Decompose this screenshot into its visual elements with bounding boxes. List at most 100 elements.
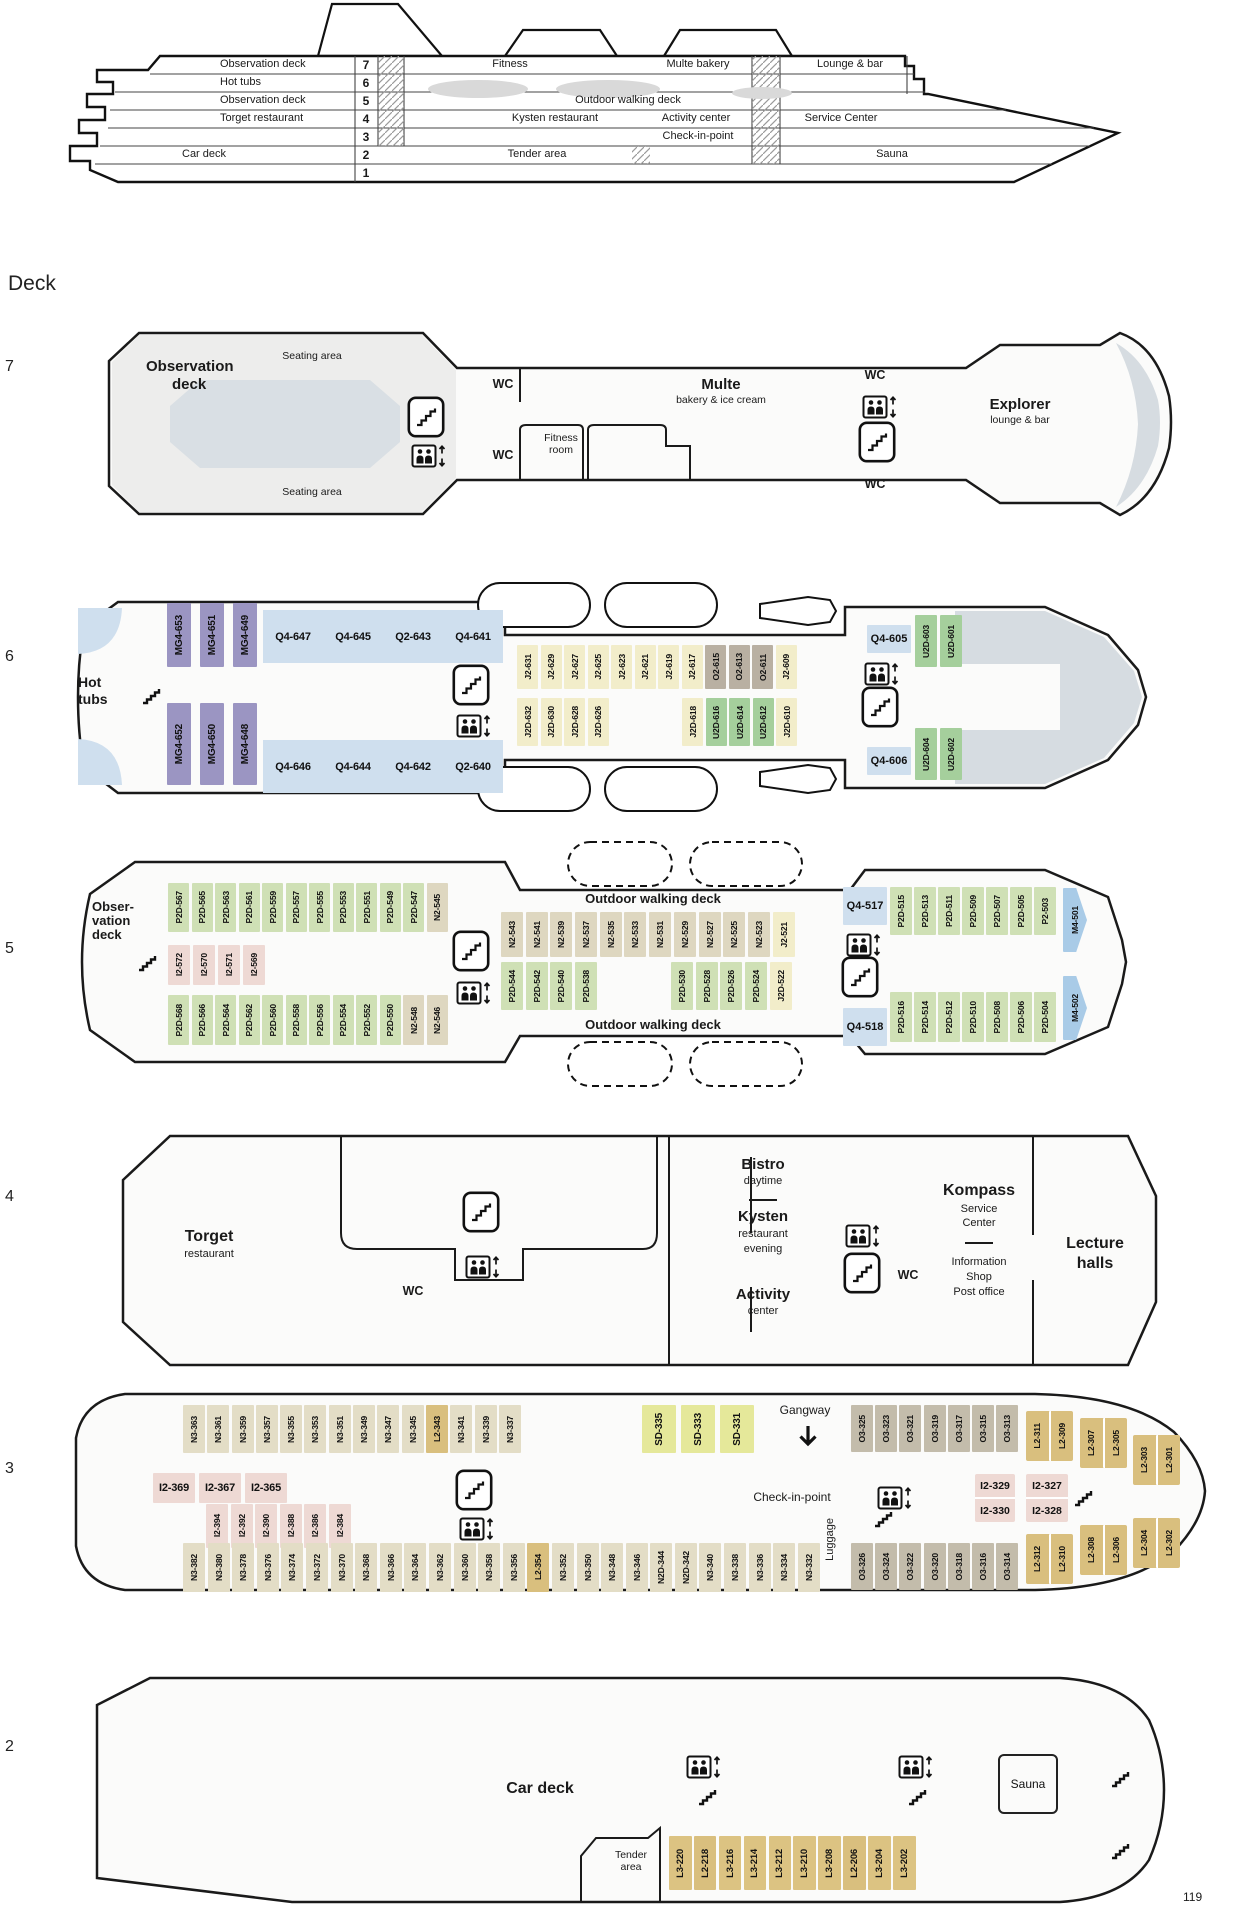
cabin-J2D-626: J2D-626 xyxy=(587,698,609,746)
cabin-P2D-505: P2D-505 xyxy=(1010,887,1032,935)
cabin-Q2-643: Q2-643 xyxy=(395,630,431,643)
cabin-SD-331: SD-331 xyxy=(720,1405,754,1453)
profile-cell-kysten: Kysten restaurant xyxy=(511,112,599,124)
cabin-P2D-514: P2D-514 xyxy=(914,992,936,1042)
stairs-icon xyxy=(1109,1841,1133,1861)
cabin-Q4-518: Q4-518 xyxy=(843,1008,887,1046)
cabin-J2-627: J2-627 xyxy=(564,645,585,689)
cabin-P2D-554: P2D-554 xyxy=(332,995,354,1045)
elevator-icon xyxy=(686,1755,722,1779)
cabin-P2D-550: P2D-550 xyxy=(379,995,401,1045)
cabin-L2-311: L2-311 xyxy=(1032,1423,1042,1449)
cabin-U2D-612: U2D-612 xyxy=(752,698,774,746)
profile-num-3: 3 xyxy=(362,130,370,144)
cabin-I2-394: I2-394 xyxy=(206,1504,228,1548)
deck4-bistro-sub: daytime xyxy=(743,1175,783,1187)
cabin-N2-545: N2-545 xyxy=(426,883,448,932)
deck5-m4-502: M4-502 xyxy=(1063,976,1087,1040)
cabin-N2-527: N2-527 xyxy=(698,912,721,957)
elevator-icon xyxy=(846,933,882,957)
cabin-P2D-552: P2D-552 xyxy=(356,995,377,1045)
cabin-J2D-522: J2D-522 xyxy=(769,962,792,1010)
axis-num-7: 7 xyxy=(5,358,14,375)
cabin-N2-537: N2-537 xyxy=(575,912,598,957)
cabin-P2D-508: P2D-508 xyxy=(986,992,1008,1042)
profile-label-deck7: Observation deck xyxy=(220,58,306,70)
deck5-walking-bottom: Outdoor walking deck xyxy=(585,1017,721,1032)
cabin-N3-358: N3-358 xyxy=(478,1543,501,1592)
cabin-N3-360: N3-360 xyxy=(453,1543,476,1592)
cabin-L2-218: L2-218 xyxy=(693,1836,717,1890)
axis-title: Deck xyxy=(8,272,56,295)
cabin-O2-615: O2-615 xyxy=(705,645,726,689)
deck4-kysten-title: Kysten xyxy=(737,1208,789,1225)
cabin-SD-333: SD-333 xyxy=(681,1405,715,1453)
cabin-L3-214: L3-214 xyxy=(743,1836,767,1890)
deck4-bistro-title: Bistro xyxy=(741,1156,785,1173)
profile-cell-walking: Outdoor walking deck xyxy=(575,94,681,106)
deck4-activity-sub: center xyxy=(747,1305,779,1317)
cabin-P2D-562: P2D-562 xyxy=(238,995,260,1045)
deck4-info1: Information xyxy=(951,1256,1007,1268)
profile-num-6: 6 xyxy=(362,76,370,90)
cabin-N3-363: N3-363 xyxy=(183,1405,205,1453)
cabin-I2-570: I2-570 xyxy=(193,945,215,985)
cabin-L2-303: L2-303 xyxy=(1139,1446,1149,1474)
cabin-J2-521: J2-521 xyxy=(772,912,795,957)
cabin-O3-318: O3-318 xyxy=(947,1543,970,1590)
cabin-L2-307: L2-307 xyxy=(1086,1429,1096,1457)
cabin-M4-502: M4-502 xyxy=(1063,976,1087,1040)
cabin-L3-202: L3-202 xyxy=(893,1836,916,1890)
stairs-icon xyxy=(140,686,164,706)
cabin-N2-531: N2-531 xyxy=(649,912,672,957)
cabin-J2-631: J2-631 xyxy=(517,645,538,689)
deck4-kompass-sub1: Service xyxy=(960,1203,998,1215)
cabin-U2D-603: U2D-603 xyxy=(915,615,937,667)
cabin-I2-384: I2-384 xyxy=(328,1504,351,1548)
cabin-O2-613: O2-613 xyxy=(728,645,750,689)
cabin-P2D-549: P2D-549 xyxy=(379,883,401,932)
deck4-info3: Post office xyxy=(953,1286,1005,1298)
deck3-luggage-label: Luggage xyxy=(824,1518,836,1561)
stairs-icon xyxy=(858,421,896,463)
cabin-P2D-511: P2D-511 xyxy=(938,887,960,935)
cabin-L2-308: L2-308 xyxy=(1086,1536,1096,1564)
cabin-N3-353: N3-353 xyxy=(304,1405,327,1453)
cabin-P2D-524: P2D-524 xyxy=(745,962,768,1010)
cabin-J2-621: J2-621 xyxy=(634,645,656,689)
cabin-L2-310: L2-310 xyxy=(1049,1534,1073,1584)
stairs-icon xyxy=(1109,1769,1133,1789)
cabin-I2-329: I2-329 xyxy=(980,1479,1010,1492)
stairs-icon xyxy=(462,1191,500,1233)
deck7-wc-top-left: WC xyxy=(492,377,514,391)
cabin-MG4-649: MG4-649 xyxy=(233,603,257,667)
cabin-N2-525: N2-525 xyxy=(723,912,746,957)
cabin-I2-392: I2-392 xyxy=(230,1504,253,1548)
cabin-I2-569: I2-569 xyxy=(243,945,265,985)
cabin-N2D-344: N2D-344 xyxy=(650,1543,673,1592)
axis-num-6: 6 xyxy=(5,648,14,665)
cabin-J2D-618: J2D-618 xyxy=(682,698,703,746)
cabin-L3-220: L3-220 xyxy=(669,1836,692,1890)
cabin-I2-386: I2-386 xyxy=(304,1504,326,1548)
cabin-N3-357: N3-357 xyxy=(255,1405,278,1453)
cabin-P2D-568: P2D-568 xyxy=(168,995,189,1045)
deck7-seating-top: Seating area xyxy=(282,350,342,362)
deck4-outline-svg xyxy=(121,1134,1158,1367)
elevator-icon xyxy=(411,444,447,468)
cabin-N3-361: N3-361 xyxy=(207,1405,230,1453)
deck4-info2: Shop xyxy=(966,1271,992,1283)
cabin-P2D-565: P2D-565 xyxy=(191,883,213,932)
